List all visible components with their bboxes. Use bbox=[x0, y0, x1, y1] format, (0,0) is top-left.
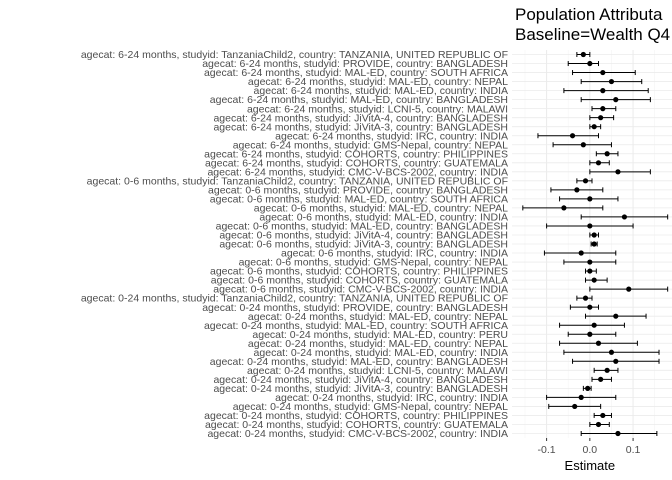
row-label: agecat: 0-24 months, studyid: MAL-ED, co… bbox=[252, 329, 508, 341]
point-estimate bbox=[591, 322, 597, 328]
point-estimate bbox=[600, 412, 606, 419]
point-estimate bbox=[591, 277, 597, 283]
point-estimate bbox=[587, 60, 593, 67]
point-estimate bbox=[580, 142, 586, 148]
row-label: agecat: 0-6 months, studyid: JiVitA-3, c… bbox=[219, 239, 508, 251]
row-label: agecat: 0-6 months, studyid: JiVitA-4, c… bbox=[219, 230, 508, 242]
point-estimate bbox=[598, 115, 604, 121]
point-estimate bbox=[591, 241, 597, 247]
x-axis: -0.1 0.0 0.1 bbox=[538, 438, 641, 456]
row-label: agecat: 0-6 months, studyid: PROVIDE, co… bbox=[208, 184, 508, 196]
point-estimate bbox=[621, 214, 628, 220]
row-label: agecat: 0-24 months, studyid: MAL-ED, co… bbox=[204, 320, 508, 332]
row-label: agecat: 0-6 months, studyid: MAL-ED, cou… bbox=[210, 193, 508, 205]
point-estimate bbox=[615, 169, 621, 175]
row-label: agecat: 6-24 months, studyid: COHORTS, c… bbox=[204, 148, 508, 160]
row-label: agecat: 0-24 months, studyid: GMS-Nepal,… bbox=[233, 401, 508, 413]
x-tick-label: 0.0 bbox=[583, 444, 598, 456]
point-estimate bbox=[595, 340, 602, 346]
point-estimate bbox=[582, 178, 589, 184]
row-label: agecat: 0-6 months, studyid: COHORTS, co… bbox=[210, 266, 508, 278]
row-label: agecat: 0-24 months, studyid: MAL-ED, co… bbox=[248, 311, 508, 323]
row-label: agecat: 6-24 months, studyid: COHORTS, c… bbox=[205, 157, 508, 169]
point-estimate bbox=[578, 250, 584, 256]
row-label: agecat: 6-24 months, studyid: MAL-ED, co… bbox=[204, 67, 508, 79]
point-estimate bbox=[587, 223, 593, 229]
point-estimate bbox=[626, 286, 632, 292]
x-axis-label: Estimate bbox=[565, 458, 616, 473]
point-estimate bbox=[587, 196, 593, 202]
row-label: agecat: 6-24 months, studyid: PROVIDE, c… bbox=[202, 58, 508, 70]
row-label: agecat: 0-24 months, studyid: COHORTS, c… bbox=[204, 410, 508, 422]
point-estimate bbox=[595, 160, 602, 166]
point-estimate bbox=[608, 78, 615, 85]
row-label: agecat: 0-6 months, studyid: GMS-Nepal, … bbox=[239, 257, 509, 269]
row-label: agecat: 0-24 months, studyid: LCNI-5, co… bbox=[247, 365, 508, 377]
row-label: agecat: 0-24 months, studyid: IRC, count… bbox=[275, 392, 508, 404]
point-estimate bbox=[595, 421, 602, 428]
row-label: agecat: 6-24 months, studyid: MAL-ED, co… bbox=[254, 85, 508, 97]
point-estimate bbox=[598, 376, 604, 382]
row-label: agecat: 0-6 months, studyid: TanzaniaChi… bbox=[87, 175, 508, 187]
point-estimate bbox=[613, 97, 619, 103]
row-label: agecat: 0-6 months, studyid: MAL-ED, cou… bbox=[216, 221, 508, 233]
chart-title-line-1: Population Attributa bbox=[515, 5, 663, 24]
x-tick-label: 0.1 bbox=[626, 444, 641, 456]
point-estimate bbox=[572, 403, 578, 410]
row-label: agecat: 6-24 months, studyid: JiVitA-4, … bbox=[213, 112, 508, 124]
row-label: agecat: 0-24 months, studyid: PROVIDE, c… bbox=[202, 302, 508, 314]
row-label: agecat: 0-24 months, studyid: MAL-ED, co… bbox=[210, 356, 508, 368]
row-label: agecat: 6-24 months, studyid: MAL-ED, co… bbox=[248, 76, 508, 88]
point-estimate bbox=[582, 295, 589, 301]
row-label: agecat: 0-24 months, studyid: MAL-ED, co… bbox=[254, 347, 508, 359]
row-label: agecat: 0-24 months, studyid: COHORTS, c… bbox=[205, 419, 508, 431]
row-labels: agecat: 6-24 months, studyid: TanzaniaCh… bbox=[81, 49, 508, 440]
point-estimate bbox=[613, 313, 619, 319]
point-estimate bbox=[585, 385, 591, 391]
row-label: agecat: 6-24 months, studyid: GMS-Nepal,… bbox=[233, 139, 508, 151]
point-estimate bbox=[613, 358, 619, 364]
chart-title-line-2: Baseline=Wealth Q4 bbox=[515, 25, 670, 44]
point-estimate bbox=[580, 51, 586, 58]
row-label: agecat: 0-6 months, studyid: COHORTS, co… bbox=[211, 275, 508, 287]
row-label: agecat: 6-24 months, studyid: LCNI-5, co… bbox=[247, 103, 508, 115]
row-label: agecat: 6-24 months, studyid: MAL-ED, co… bbox=[210, 94, 508, 106]
point-estimate bbox=[569, 133, 576, 139]
point-estimate bbox=[574, 187, 580, 193]
row-label: agecat: 0-6 months, studyid: CMC-V-BCS-2… bbox=[213, 284, 508, 296]
row-label: agecat: 0-6 months, studyid: MAL-ED, cou… bbox=[259, 212, 508, 224]
row-label: agecat: 6-24 months, studyid: CMC-V-BCS-… bbox=[207, 166, 508, 178]
point-estimate bbox=[578, 394, 584, 400]
x-tick-label: -0.1 bbox=[538, 444, 556, 456]
point-estimate bbox=[591, 124, 597, 130]
point-estimate bbox=[587, 331, 593, 337]
point-estimate bbox=[587, 268, 593, 274]
point-estimate bbox=[591, 232, 597, 238]
row-label: agecat: 6-24 months, studyid: JiVitA-3, … bbox=[213, 121, 508, 133]
row-label: agecat: 6-24 months, studyid: IRC, count… bbox=[275, 130, 508, 142]
row-label: agecat: 0-6 months, studyid: MAL-ED, cou… bbox=[254, 203, 508, 215]
row-label: agecat: 0-6 months, studyid: IRC, countr… bbox=[281, 248, 508, 260]
estimate-marks bbox=[522, 51, 669, 437]
point-estimate bbox=[604, 367, 610, 373]
row-label: agecat: 0-24 months, studyid: CMC-V-BCS-… bbox=[207, 428, 508, 440]
point-estimate bbox=[600, 88, 606, 94]
row-label: agecat: 0-24 months, studyid: JiVitA-4, … bbox=[213, 374, 508, 386]
point-estimate bbox=[561, 205, 567, 211]
row-label: agecat: 0-24 months, studyid: MAL-ED, co… bbox=[248, 338, 508, 350]
point-estimate bbox=[587, 259, 593, 265]
row-label: agecat: 0-24 months, studyid: TanzaniaCh… bbox=[81, 293, 508, 305]
point-estimate bbox=[615, 430, 621, 437]
row-label: agecat: 0-24 months, studyid: JiVitA-3, … bbox=[213, 383, 508, 395]
point-estimate bbox=[587, 304, 593, 310]
point-estimate bbox=[600, 69, 606, 76]
point-estimate bbox=[604, 151, 610, 157]
point-estimate bbox=[600, 106, 606, 112]
point-estimate bbox=[608, 349, 615, 355]
row-label: agecat: 6-24 months, studyid: TanzaniaCh… bbox=[81, 49, 508, 61]
